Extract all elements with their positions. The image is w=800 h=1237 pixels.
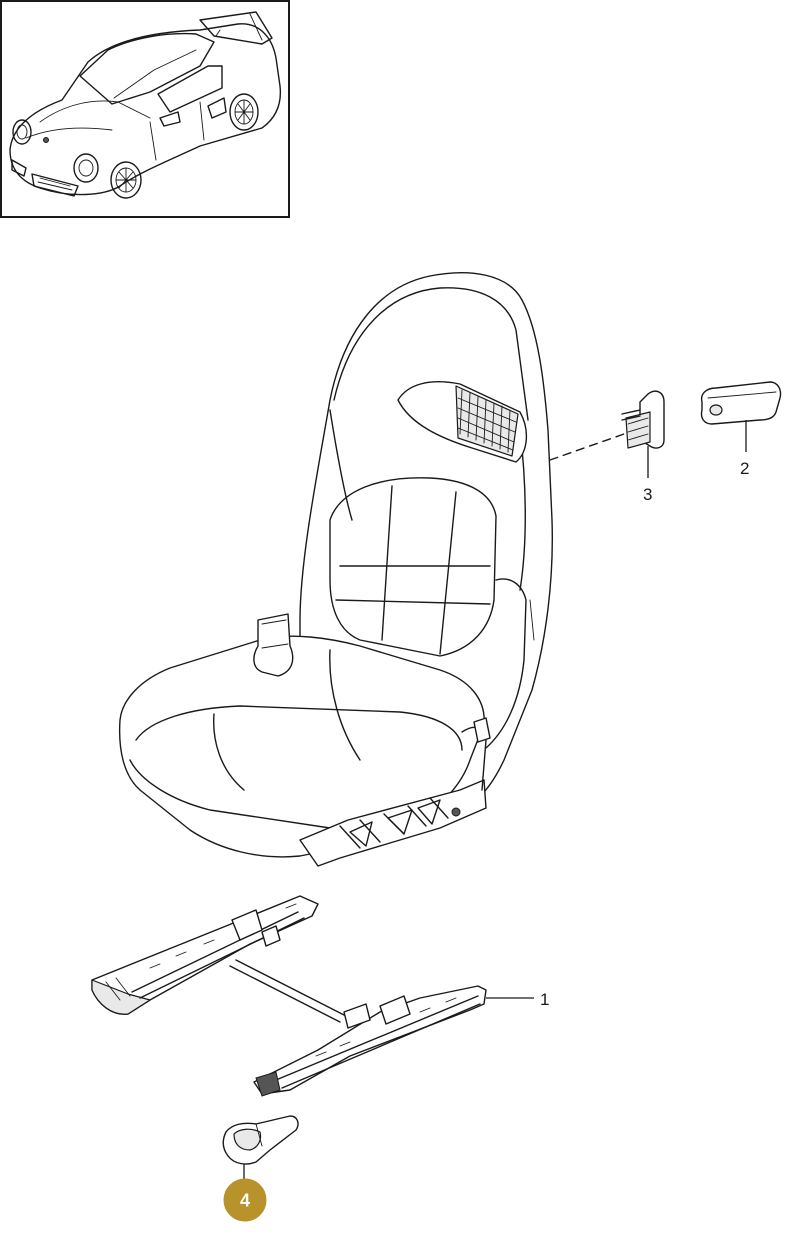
callout-4: 4 [240, 1191, 250, 1211]
seat-illustration [118, 272, 553, 867]
part-seat-rail-assembly [91, 895, 534, 1097]
part-rail-end-trim [222, 1115, 299, 1182]
callout-2: 2 [740, 459, 749, 478]
car-icon [9, 11, 282, 199]
callout-1: 1 [540, 990, 549, 1009]
part-clip-bracket [549, 390, 665, 461]
part-cover-cap [700, 381, 782, 425]
car-thumbnail [0, 0, 290, 218]
belt-buckle [253, 613, 294, 677]
callout-4-badge[interactable]: 4 [223, 1178, 267, 1222]
callout-3: 3 [643, 485, 652, 504]
